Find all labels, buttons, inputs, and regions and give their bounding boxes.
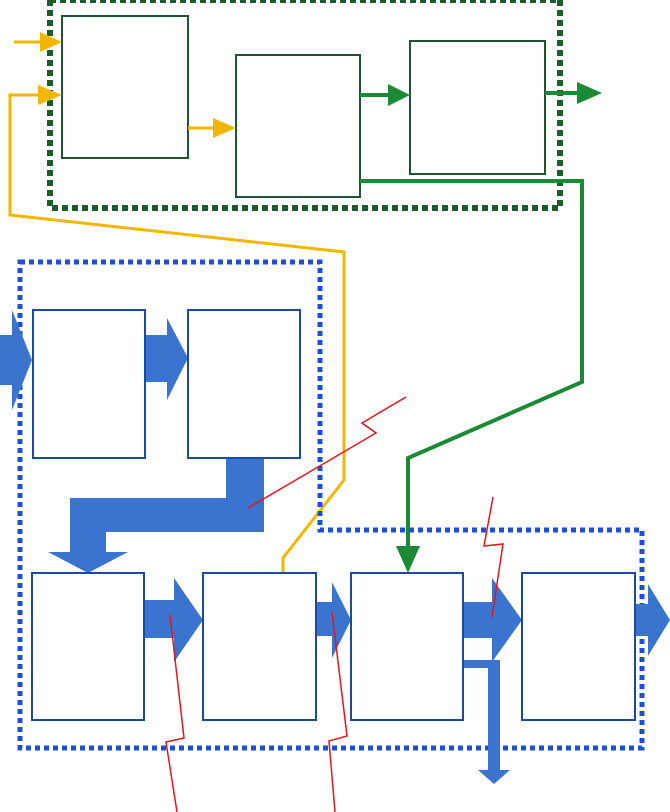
green-group-border xyxy=(47,0,563,211)
green-box-3 xyxy=(409,40,546,175)
blue-box-4 xyxy=(202,572,317,721)
blue-arrow-box1-to-box2 xyxy=(145,318,188,400)
red-line-2 xyxy=(483,496,504,618)
blue-box-3 xyxy=(31,572,145,721)
yellow-feedback-line xyxy=(8,93,346,573)
yellow-feedback-arrowhead xyxy=(38,85,62,105)
blue-box-1 xyxy=(32,309,146,459)
blue-box-5 xyxy=(350,572,464,721)
green-feedback-line xyxy=(360,179,584,548)
green-box-2 xyxy=(235,54,361,198)
blue-input-arrow xyxy=(0,310,32,410)
red-line-1 xyxy=(247,396,407,509)
yellow-input-arrowhead-top xyxy=(40,32,62,52)
blue-output-arrow-down xyxy=(463,660,510,784)
green-box-1 xyxy=(61,15,189,159)
green-feedback-arrowhead xyxy=(396,546,420,573)
blue-arrow-box3-to-box4 xyxy=(144,578,203,662)
blue-arrow-box5-to-box6 xyxy=(463,578,522,662)
blue-group-border xyxy=(17,259,645,751)
blue-arrow-box2-to-box3 xyxy=(48,458,264,573)
green-arrowhead-box3 xyxy=(388,84,410,106)
green-output-arrowhead xyxy=(577,82,602,104)
blue-box-2 xyxy=(187,309,301,459)
blue-box-6 xyxy=(521,572,636,721)
yellow-arrowhead-box2 xyxy=(213,118,236,138)
red-line-3 xyxy=(165,614,185,812)
blue-output-arrow-right xyxy=(635,584,670,656)
red-line-4 xyxy=(328,611,348,812)
